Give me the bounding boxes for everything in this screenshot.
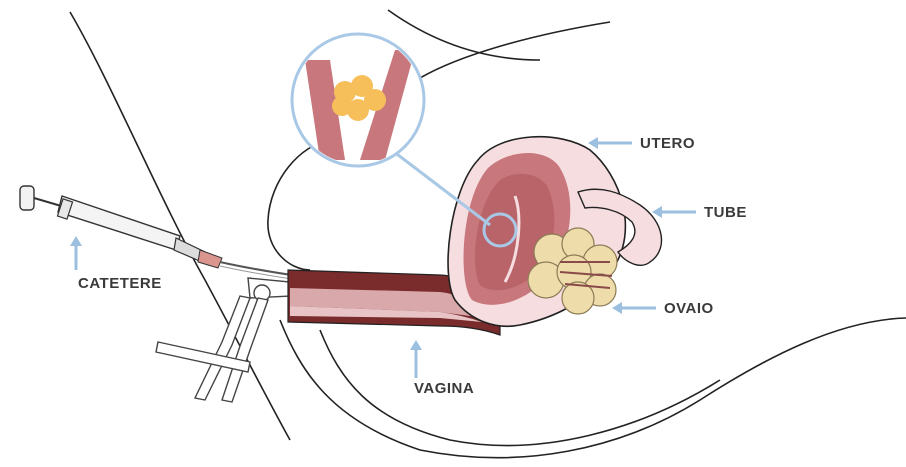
label-catetere: CATETERE xyxy=(78,275,162,292)
label-tube: TUBE xyxy=(704,204,747,221)
label-vagina: VAGINA xyxy=(414,380,474,397)
arrow-vagina xyxy=(410,340,422,378)
arrow-ovaio xyxy=(612,302,656,314)
label-ovaio: OVAIO xyxy=(664,300,714,317)
label-utero: UTERO xyxy=(640,135,695,152)
arrow-tube xyxy=(652,206,696,218)
arrow-catetere xyxy=(70,236,82,270)
speculum xyxy=(156,278,292,402)
arrow-utero xyxy=(588,137,632,149)
